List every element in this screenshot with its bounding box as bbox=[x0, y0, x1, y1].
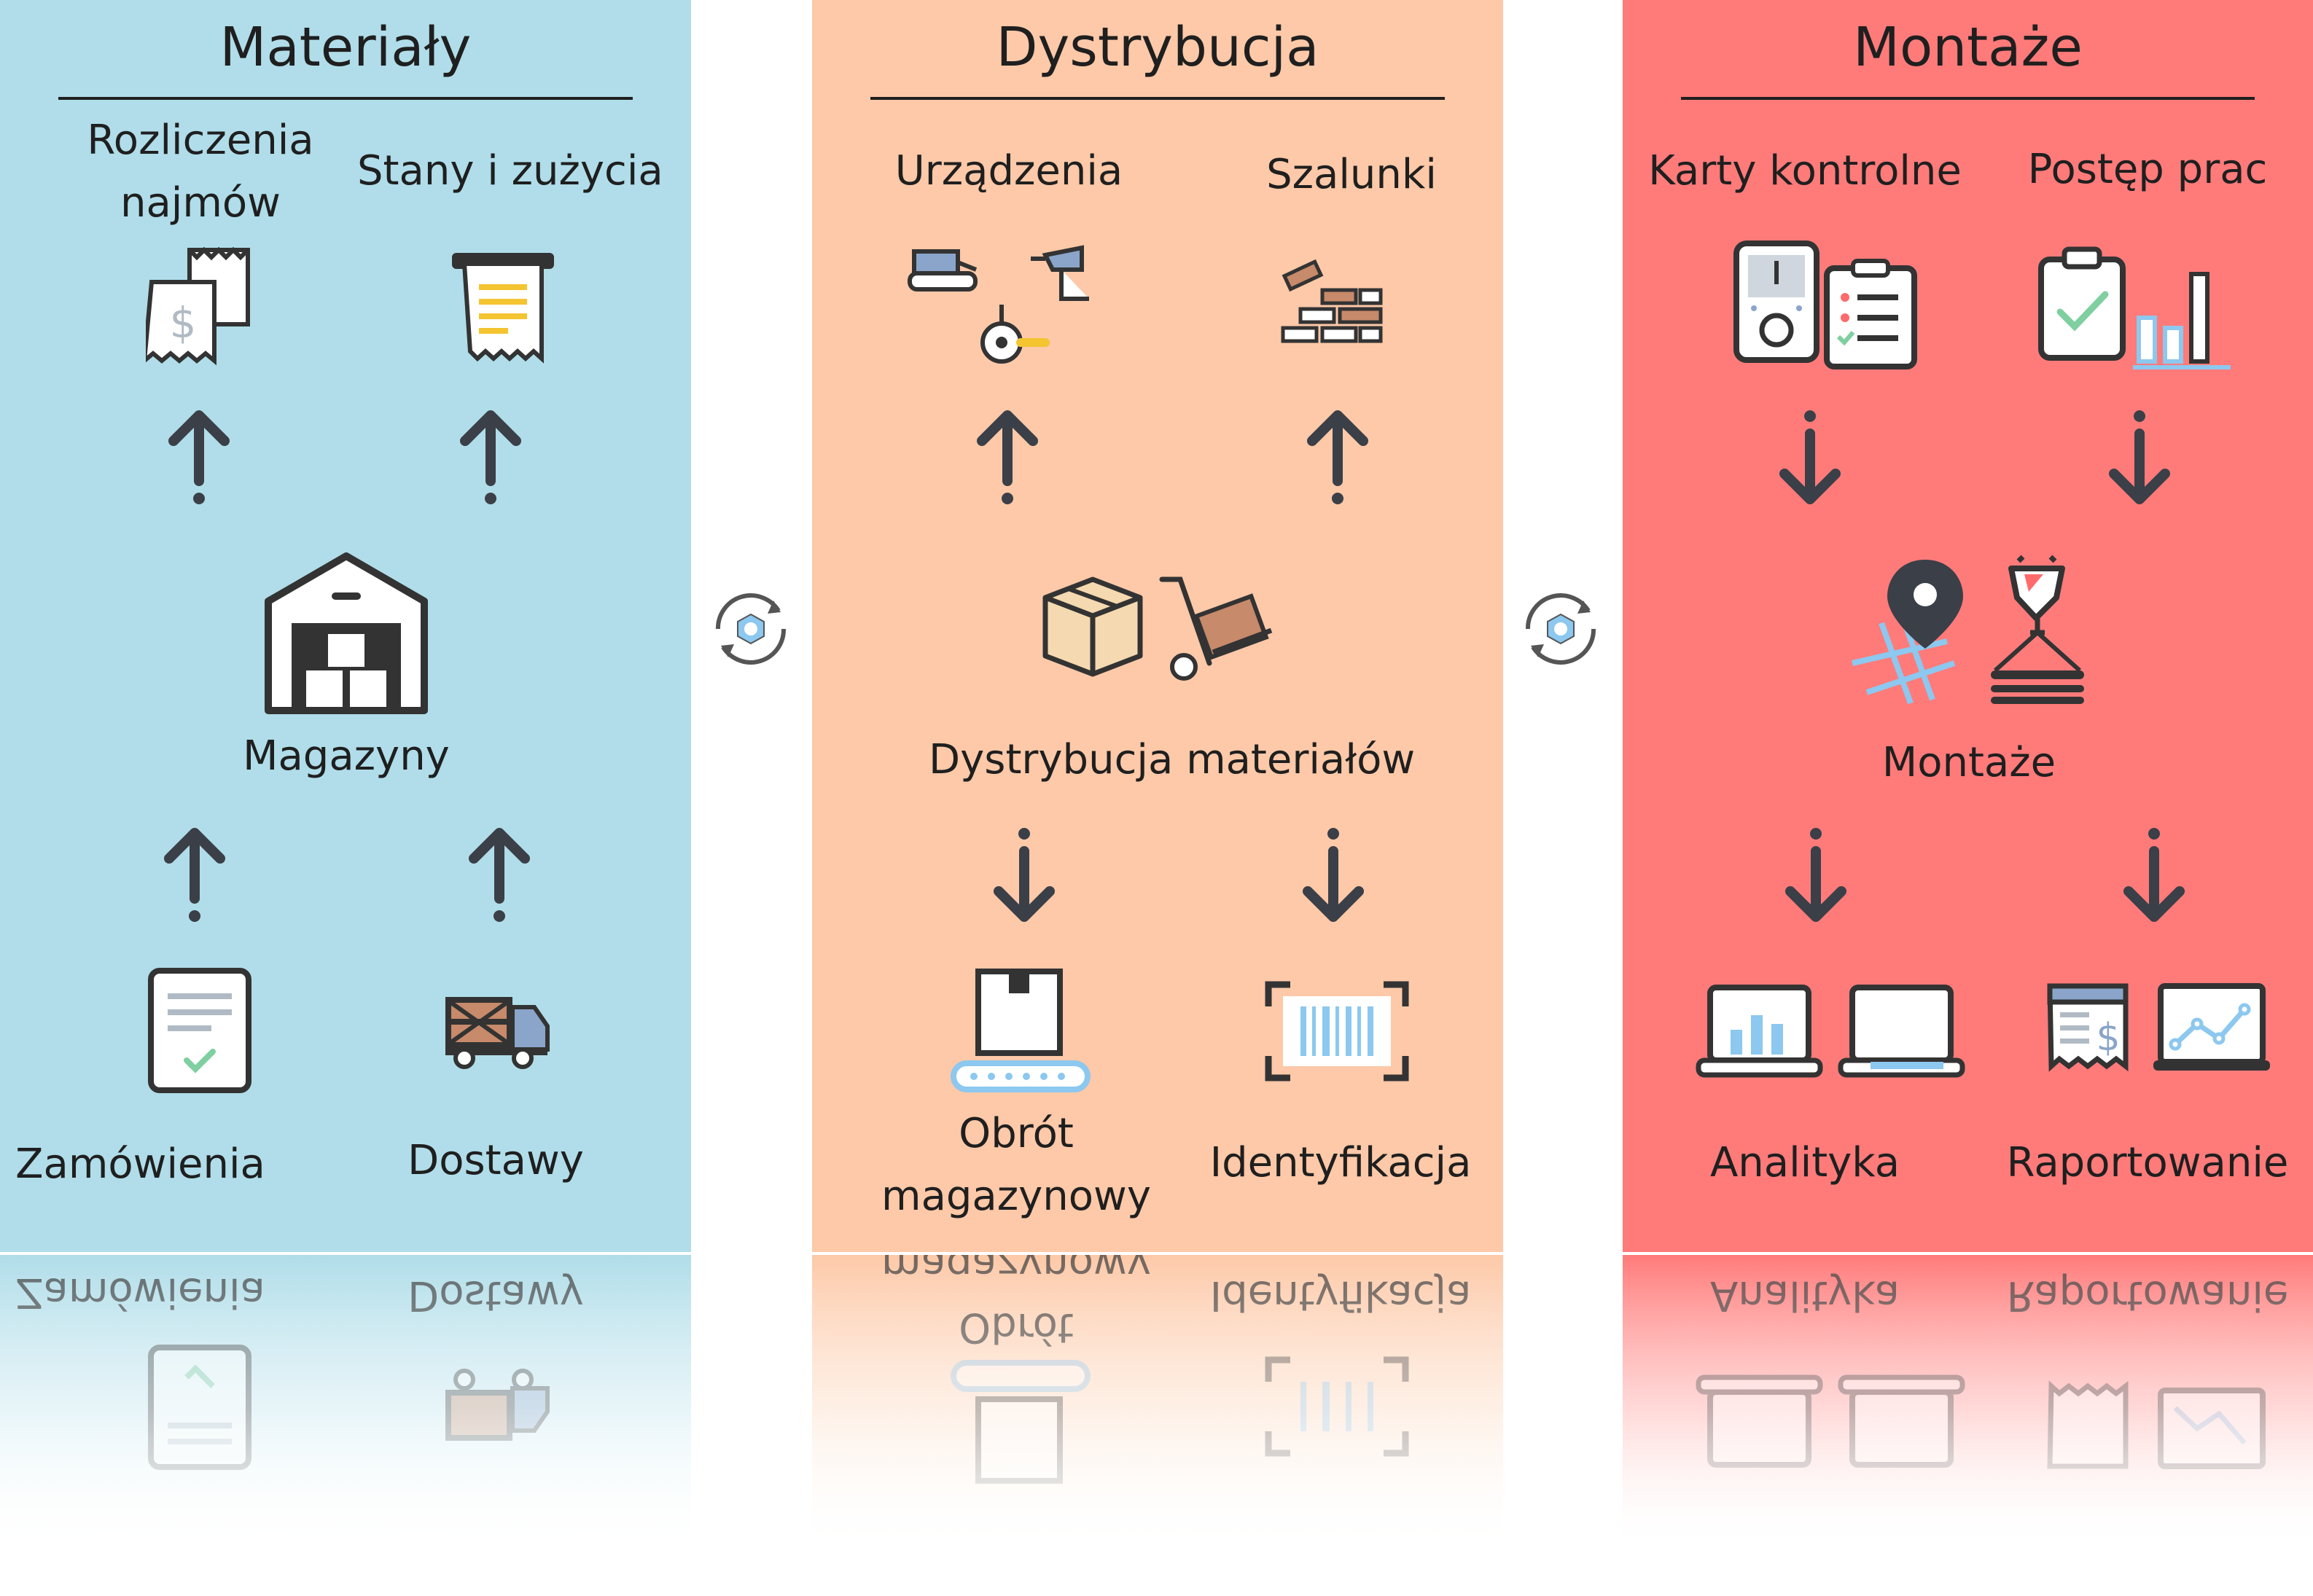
column-materialy: Materiały Rozliczenia najmów Stany i zuż… bbox=[0, 0, 691, 1252]
location-crane-hook-icon bbox=[1852, 555, 2084, 705]
label-raportowanie: Raportowanie bbox=[2006, 1139, 2289, 1186]
dotted-up-arrow-icon bbox=[460, 410, 521, 504]
dotted-up-arrow-icon bbox=[164, 828, 225, 922]
label-stany-i-zuzycia: Stany i zużycia bbox=[357, 147, 663, 195]
dotted-up-arrow-icon bbox=[1307, 410, 1368, 504]
column-dystrybucja: Dystrybucja Urządzenia Szalunki bbox=[812, 0, 1503, 1252]
reflection-materialy: Zamówienia Dostawy bbox=[0, 1255, 691, 1561]
title-divider bbox=[1681, 97, 2255, 100]
equipment-icon bbox=[908, 245, 1089, 364]
column-title: Dystrybucja bbox=[996, 16, 1319, 79]
label-magazyny: Magazyny bbox=[243, 732, 450, 780]
progress-chart-icon bbox=[2038, 246, 2231, 369]
label-obrot-magazynowy: Obrót magazynowy bbox=[881, 1110, 1151, 1220]
dotted-down-arrow-icon bbox=[1779, 410, 1841, 504]
dotted-up-arrow-icon bbox=[469, 828, 530, 922]
label-karty-kontrolne: Karty kontrolne bbox=[1648, 147, 1962, 195]
reflection-montaze: Analityka Raportowanie bbox=[1623, 1255, 2313, 1561]
dotted-down-arrow-icon bbox=[1303, 828, 1364, 922]
label-rozliczenia-najmow: Rozliczenia najmów bbox=[87, 117, 314, 227]
bricks-icon bbox=[1281, 259, 1383, 343]
label-dostawy: Dostawy bbox=[407, 1137, 584, 1184]
dotted-down-arrow-icon bbox=[1785, 828, 1846, 922]
control-card-icon bbox=[1733, 240, 1917, 369]
dotted-down-arrow-icon bbox=[2123, 828, 2185, 922]
sync-gear-icon bbox=[1513, 582, 1608, 676]
receipt-list-icon bbox=[452, 253, 554, 364]
conveyor-box-icon bbox=[951, 969, 1091, 1092]
label-postep-prac: Postęp prac bbox=[2027, 146, 2268, 193]
sync-gear-icon bbox=[703, 582, 798, 676]
reflection-fade bbox=[812, 1255, 1503, 1561]
title-divider bbox=[870, 97, 1445, 100]
reflection-fade bbox=[1623, 1255, 2313, 1561]
dotted-down-arrow-icon bbox=[994, 828, 1055, 922]
svg-text:$: $ bbox=[2096, 1016, 2120, 1060]
report-monitor-icon: $ bbox=[2047, 983, 2270, 1072]
column-title: Montaże bbox=[1853, 16, 2083, 79]
order-document-icon bbox=[148, 968, 251, 1093]
receipts-icon: $ bbox=[146, 246, 250, 366]
box-hand-truck-icon bbox=[1042, 576, 1273, 681]
dotted-down-arrow-icon bbox=[2109, 410, 2170, 504]
warehouse-icon bbox=[265, 552, 428, 714]
label-montaze: Montaże bbox=[1881, 739, 2056, 786]
title-divider bbox=[58, 97, 633, 100]
dotted-up-arrow-icon bbox=[977, 410, 1038, 504]
analytics-laptops-icon bbox=[1696, 985, 1965, 1078]
column-montaze: Montaże Karty kontrolne Postęp prac bbox=[1623, 0, 2313, 1252]
column-title: Materiały bbox=[219, 16, 472, 79]
label-urzadzenia: Urządzenia bbox=[894, 147, 1123, 195]
label-zamowienia: Zamówienia bbox=[15, 1141, 265, 1188]
svg-text:$: $ bbox=[170, 298, 197, 348]
dotted-up-arrow-icon bbox=[168, 410, 230, 504]
label-identyfikacja: Identyfikacja bbox=[1209, 1139, 1472, 1186]
label-dystrybucja-materialow: Dystrybucja materiałów bbox=[929, 736, 1416, 783]
reflection-dystrybucja: Obrót magazynowy Identyfikacja bbox=[812, 1255, 1503, 1561]
barcode-scan-icon bbox=[1265, 981, 1409, 1081]
reflection-fade bbox=[0, 1255, 691, 1561]
label-szalunki: Szalunki bbox=[1266, 151, 1437, 198]
label-analityka: Analityka bbox=[1709, 1139, 1900, 1186]
delivery-truck-icon bbox=[445, 997, 550, 1069]
